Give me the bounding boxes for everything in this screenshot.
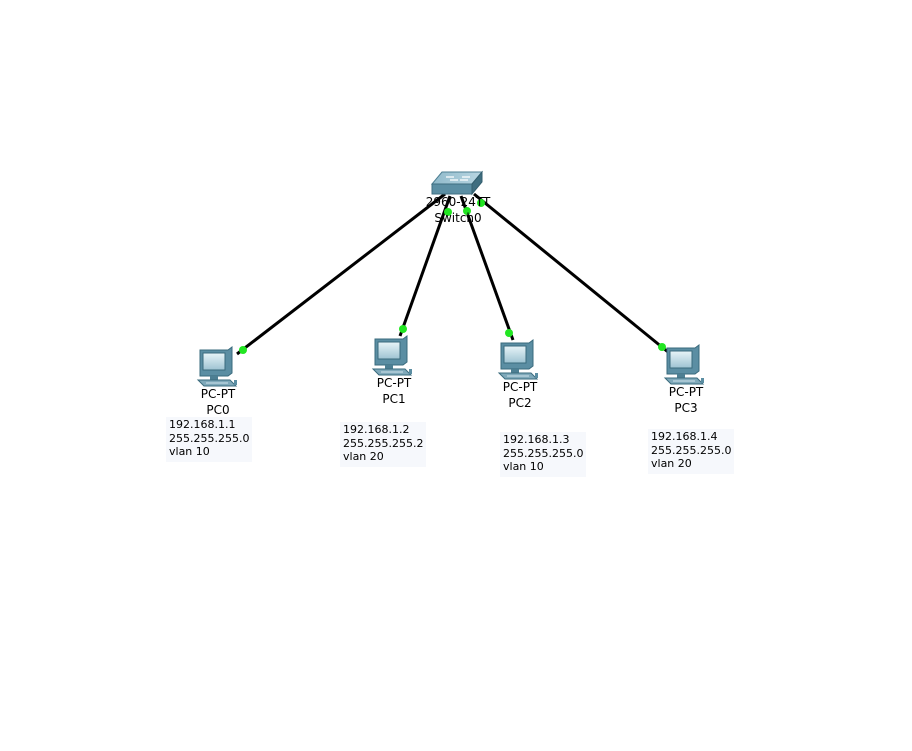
pc3-vlan: vlan 20 (651, 457, 692, 470)
pc2-name: PC2 (508, 396, 532, 410)
pc0-mask: 255.255.255.0 (169, 431, 250, 445)
pc3-label: PC-PT PC3 (669, 384, 704, 416)
pc1-ip: 192.168.1.2 (343, 423, 410, 436)
pc1-model: PC-PT (376, 376, 412, 390)
pc2-icon[interactable] (497, 339, 539, 380)
pc0-icon[interactable] (196, 346, 238, 387)
switch-icon[interactable] (430, 170, 484, 196)
port-dot-pc0 (239, 346, 247, 354)
pc0-vlan: vlan 10 (169, 445, 210, 458)
pc0-name: PC0 (206, 403, 230, 417)
switch-model: 2960-24TT (425, 195, 491, 209)
pc0-ip: 192.168.1.1 (169, 418, 236, 431)
link-pc2[interactable] (459, 195, 515, 341)
pc2-ip: 192.168.1.3 (503, 433, 570, 446)
pc1-mask: 255.255.255.2 (343, 436, 424, 450)
pc2-mask: 255.255.255.0 (503, 446, 584, 460)
pc3-name: PC3 (674, 401, 698, 415)
port-dot-pc3 (658, 343, 666, 351)
pc3-model: PC-PT (668, 385, 704, 399)
pc3-ip: 192.168.1.4 (651, 430, 718, 443)
note-pc1[interactable]: 192.168.1.2 255.255.255.2 vlan 20 (340, 422, 427, 467)
note-pc3[interactable]: 192.168.1.4 255.255.255.0 vlan 20 (648, 429, 735, 474)
pc3-icon[interactable] (663, 344, 705, 385)
switch-name: Switch0 (434, 211, 482, 225)
links (236, 192, 669, 356)
port-dot-switch-pc2 (463, 207, 471, 215)
link-pc3[interactable] (473, 192, 669, 354)
port-dot-switch-pc0 (444, 208, 452, 216)
pc2-label: PC-PT PC2 (503, 379, 538, 411)
note-pc2[interactable]: 192.168.1.3 255.255.255.0 vlan 10 (500, 432, 587, 477)
link-status-dots (239, 199, 666, 354)
pc0-label: PC-PT PC0 (201, 386, 236, 418)
link-pc1[interactable] (398, 195, 452, 337)
pc0-model: PC-PT (200, 387, 236, 401)
link-pc0[interactable] (236, 192, 446, 356)
pc-icons (196, 335, 705, 387)
pc1-name: PC1 (382, 392, 406, 406)
pc1-label: PC-PT PC1 (377, 375, 412, 407)
switch-label: 2960-24TT Switch0 (426, 194, 491, 226)
port-dot-pc1 (399, 325, 407, 333)
port-dot-switch-pc3 (477, 199, 485, 207)
note-pc0[interactable]: 192.168.1.1 255.255.255.0 vlan 10 (166, 417, 253, 462)
pc1-vlan: vlan 20 (343, 450, 384, 463)
pc1-icon[interactable] (371, 335, 413, 376)
pc2-model: PC-PT (502, 380, 538, 394)
pc3-mask: 255.255.255.0 (651, 443, 732, 457)
pc2-vlan: vlan 10 (503, 460, 544, 473)
port-dot-pc2 (505, 329, 513, 337)
